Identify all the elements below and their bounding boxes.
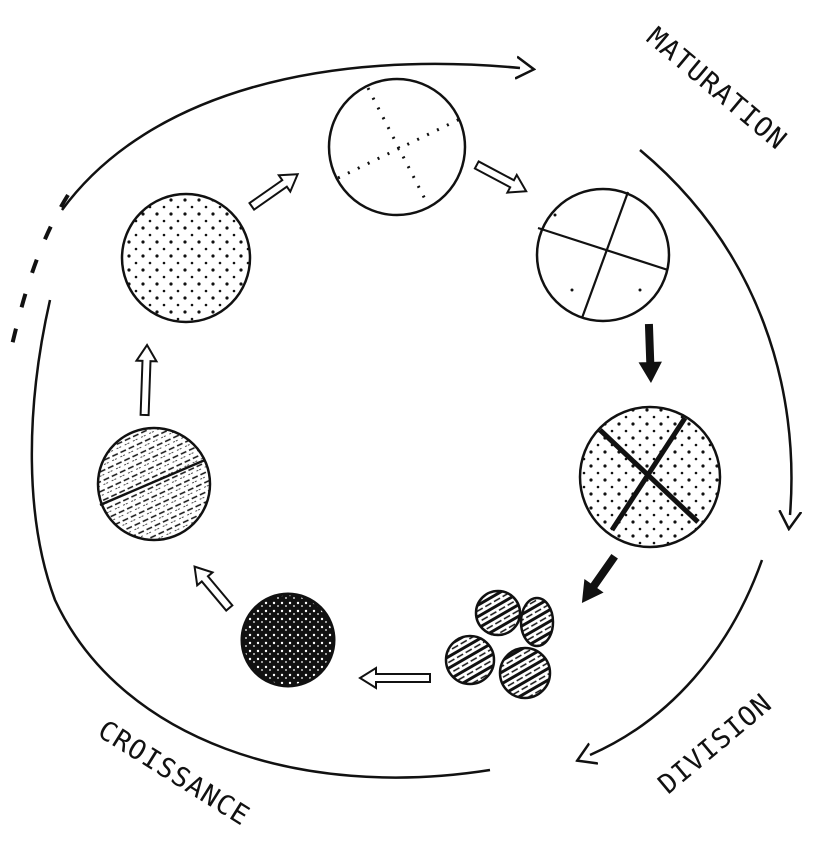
label-croissance: CROISSANCE <box>92 715 255 833</box>
dark-speckled-cell <box>242 594 334 686</box>
speckled-cell <box>122 194 250 322</box>
arrow-quartered-to-speckled <box>639 325 661 382</box>
arrow-hatched-to-speckled <box>135 345 157 416</box>
dashed-arc-segment <box>12 195 68 345</box>
arrow-speckled-to-daughters <box>575 551 622 607</box>
dotted-cross-cell <box>329 79 465 215</box>
arrow-dark-to-hatched <box>187 560 237 614</box>
daughter-cells-cluster <box>446 591 553 698</box>
stage-cells <box>98 79 720 698</box>
quartered-cell <box>537 189 669 321</box>
label-division: DIVISION <box>653 688 779 800</box>
arrow-daughters-to-dark <box>360 668 430 688</box>
hatched-cell <box>98 428 210 540</box>
croissance-arc <box>32 300 490 778</box>
arrow-dotted-to-quartered <box>472 156 531 200</box>
quartered-speckled-cell <box>580 407 720 547</box>
arrow-speckled-to-dotted <box>246 166 303 215</box>
label-maturation: MATURATION <box>641 22 793 157</box>
